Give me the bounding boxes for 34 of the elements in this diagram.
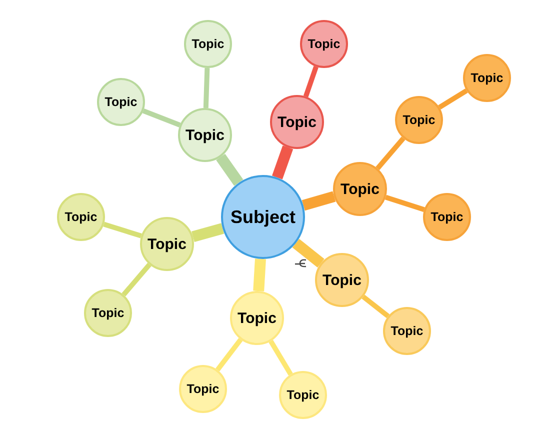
branch-line <box>303 66 318 98</box>
topic-label: Topic <box>104 96 138 108</box>
topic-label: Topic <box>286 388 320 402</box>
branch-line <box>203 68 210 108</box>
topic-label: Topic <box>186 382 220 396</box>
topic-label: Topic <box>186 128 224 142</box>
topic-label: Topic <box>322 272 362 288</box>
branch-line <box>122 262 152 296</box>
topic-label: Topic <box>64 210 98 224</box>
topic-label: Topic <box>192 38 224 50</box>
topic-label: Topic <box>308 38 340 50</box>
topic-label: Topic <box>430 210 464 224</box>
branch-line <box>292 238 324 268</box>
topic-label: Topic <box>278 114 316 130</box>
topic-label: Topic <box>148 236 186 252</box>
topic-label: Topic <box>470 72 504 84</box>
branch-line <box>438 88 468 110</box>
subject-label: Subject <box>230 208 296 226</box>
branch-line <box>268 340 293 376</box>
branch-line <box>302 191 336 211</box>
branch-line <box>272 146 294 180</box>
branch-line <box>142 108 181 128</box>
branch-line <box>376 136 406 170</box>
branch-line <box>253 258 266 292</box>
branch-line <box>216 154 244 186</box>
topic-label: Topic <box>92 306 124 320</box>
branch-line <box>216 338 243 372</box>
topic-label: Topic <box>340 182 380 196</box>
topic-label: Topic <box>402 114 436 126</box>
topic-label: Topic <box>390 324 424 338</box>
topic-label: Topic <box>238 310 276 326</box>
branch-line <box>192 223 224 242</box>
branch-line <box>103 222 142 238</box>
branch-line <box>362 294 390 318</box>
